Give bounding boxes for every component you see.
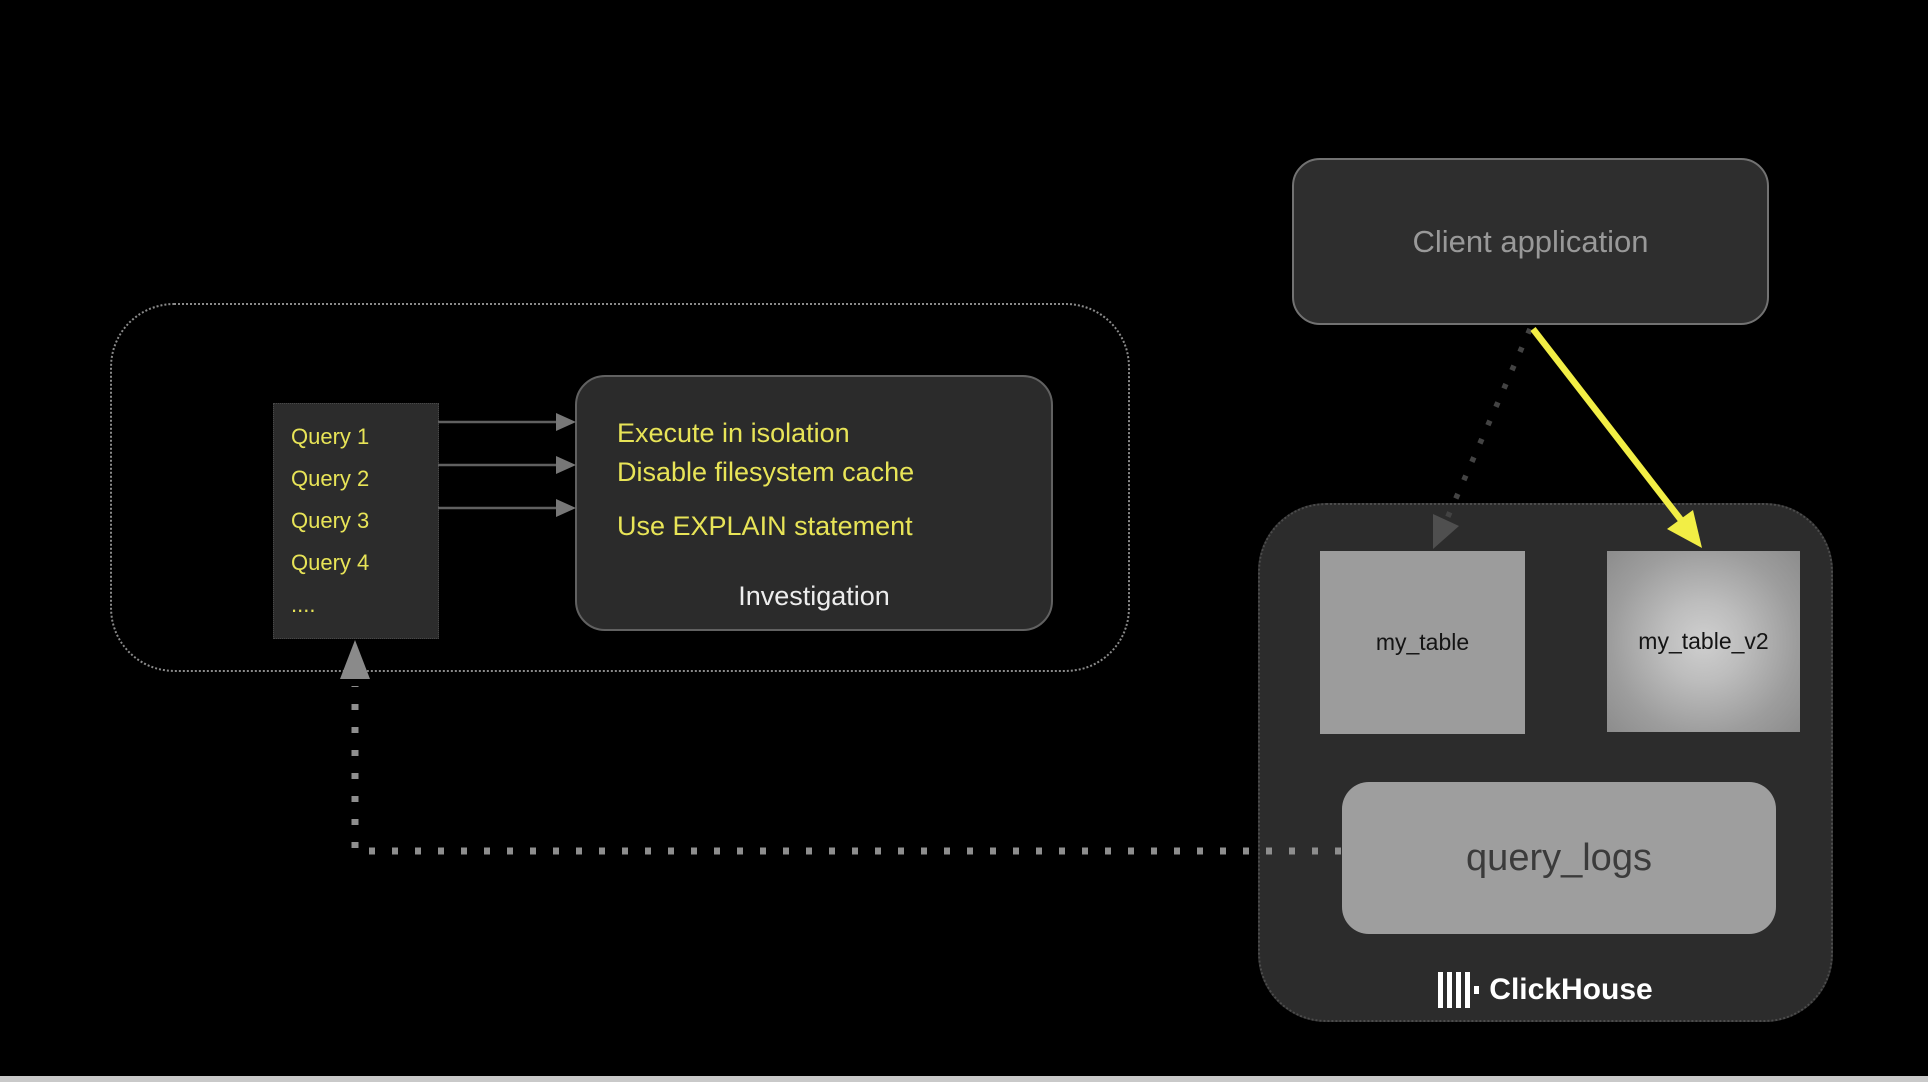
my-table-v2-label: my_table_v2 xyxy=(1638,628,1769,654)
investigation-dotted-group xyxy=(110,303,1130,672)
clickhouse-logo-icon xyxy=(1438,972,1480,1008)
my-table-v2-box: my_table_v2 xyxy=(1607,551,1800,732)
query-logs-label: query_logs xyxy=(1466,836,1652,879)
investigation-line-2: Disable filesystem cache xyxy=(617,457,915,487)
my-table-box: my_table xyxy=(1320,551,1525,734)
query-line-4: Query 4 xyxy=(291,550,370,575)
clickhouse-container: my_table my_table_v2 query_logs ClickHou… xyxy=(1258,503,1833,1022)
query-list-box: Query 1 Query 2 Query 3 Query 4 .... xyxy=(273,403,439,639)
investigation-line-3: Use EXPLAIN statement xyxy=(617,511,913,541)
query-line-2: Query 2 xyxy=(291,466,370,491)
clickhouse-brand-label: ClickHouse xyxy=(1489,973,1653,1006)
query-line-1: Query 1 xyxy=(291,424,370,449)
investigation-box: Execute in isolation Disable filesystem … xyxy=(575,375,1053,631)
investigation-caption: Investigation xyxy=(738,581,890,611)
bottom-edge-strip xyxy=(0,1076,1928,1082)
query-line-ellipsis: .... xyxy=(291,592,316,617)
client-application-box: Client application xyxy=(1292,158,1769,325)
query-line-3: Query 3 xyxy=(291,508,370,533)
investigation-line-1: Execute in isolation xyxy=(617,418,850,448)
my-table-label: my_table xyxy=(1375,629,1470,655)
clickhouse-logo: ClickHouse xyxy=(1260,972,1831,1008)
client-application-label: Client application xyxy=(1412,223,1649,259)
query-logs-box: query_logs xyxy=(1342,782,1776,934)
